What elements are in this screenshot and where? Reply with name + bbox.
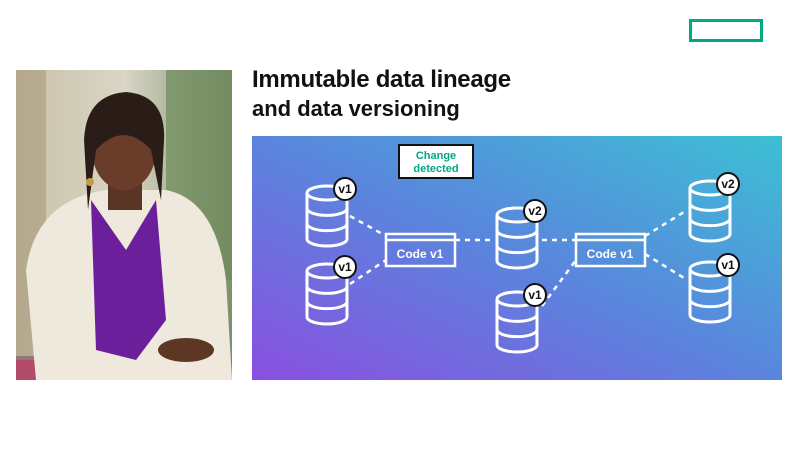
database-2: v1 — [305, 255, 357, 326]
slide-subtitle: and data versioning — [252, 96, 460, 121]
version-badge — [523, 283, 547, 307]
code-box-left-label: Code v1 — [397, 247, 444, 261]
version-label: v2 — [528, 204, 542, 218]
presenter-photo — [16, 70, 232, 380]
database-6: v1 — [688, 253, 740, 324]
version-badge — [523, 199, 547, 223]
version-badge — [333, 177, 357, 201]
database-4: v1 — [495, 283, 547, 354]
lineage-connectors — [349, 210, 685, 307]
version-label: v1 — [721, 258, 735, 272]
version-badge — [716, 253, 740, 277]
version-badge — [333, 255, 357, 279]
version-label: v1 — [338, 182, 352, 196]
change-label-line2: detected — [413, 163, 458, 175]
code-box-left: Code v1 — [384, 232, 457, 268]
database-1: v1 — [305, 177, 357, 248]
database-5: v2 — [688, 172, 740, 243]
brand-logo — [689, 19, 763, 42]
code-box-right: Code v1 — [574, 232, 647, 268]
version-label: v1 — [528, 288, 542, 302]
code-box-right-label: Code v1 — [587, 247, 634, 261]
version-label: v1 — [338, 260, 352, 274]
change-detected-callout: Change detected — [398, 144, 474, 179]
diagram-background — [252, 136, 782, 380]
version-label: v2 — [721, 177, 735, 191]
database-group: v1 v1 v2 v1 v2 v1 — [305, 172, 740, 354]
version-badge — [716, 172, 740, 196]
database-3: v2 — [495, 199, 547, 270]
slide-title: Immutable data lineage — [252, 66, 511, 93]
change-label-line1: Change — [416, 150, 456, 162]
